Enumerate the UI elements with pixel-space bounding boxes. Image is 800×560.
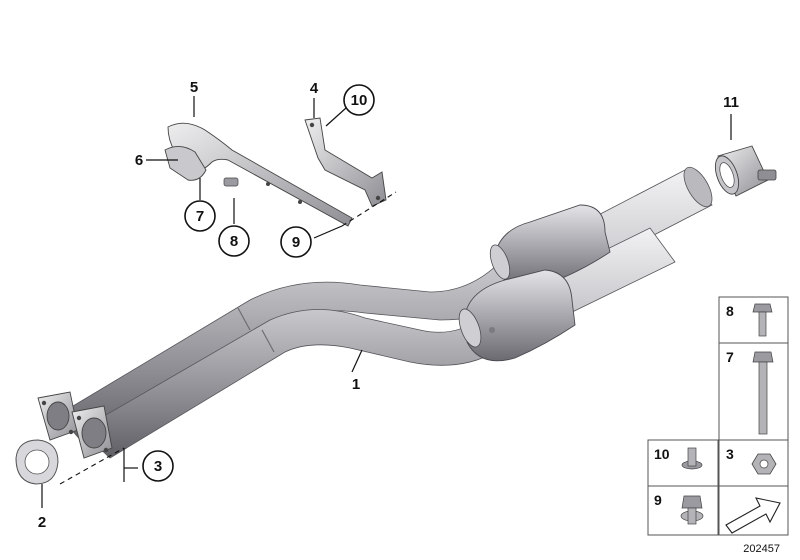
callout-7: 7 <box>196 208 204 225</box>
callout-6: 6 <box>135 152 143 169</box>
parts-cell-7-label: 7 <box>726 349 734 365</box>
parts-table: 8 7 10 3 9 <box>647 296 789 536</box>
callout-8: 8 <box>230 233 238 250</box>
hex-nut-icon <box>751 453 777 475</box>
long-bolt-icon <box>752 351 774 435</box>
parts-cell-9 <box>647 485 719 536</box>
front-flange-left <box>37 391 79 441</box>
front-flange-right <box>71 405 113 459</box>
short-bolt-icon <box>680 495 704 525</box>
hanger <box>304 117 387 207</box>
gasket <box>15 439 59 485</box>
exhaust-pipe-assembly <box>37 166 713 459</box>
upper-catalytic-converter <box>489 204 611 288</box>
bracket-assembly <box>164 122 353 227</box>
direction-arrow-icon <box>725 497 781 534</box>
callout-11: 11 <box>723 94 739 111</box>
leader-lines <box>41 96 732 508</box>
upper-pipe-outlet <box>683 166 713 208</box>
parts-cell-3-label: 3 <box>726 446 734 462</box>
callout-1: 1 <box>352 376 360 393</box>
parts-cell-8 <box>718 296 789 344</box>
parts-cell-10-label: 10 <box>654 446 670 462</box>
lower-pipe <box>79 227 676 459</box>
lower-catalytic-converter <box>458 269 576 362</box>
callout-9: 9 <box>292 234 300 251</box>
clamp <box>714 145 777 197</box>
callout-labels: 1 2 3 4 10 5 6 7 8 9 11 <box>38 79 739 531</box>
bolt-icon <box>752 303 773 337</box>
callout-4: 4 <box>310 80 319 97</box>
callout-5: 5 <box>190 79 198 96</box>
callout-3: 3 <box>154 458 162 475</box>
flange-bolt-icon <box>681 447 703 470</box>
parts-cell-9-label: 9 <box>654 492 662 508</box>
callout-10: 10 <box>351 92 368 109</box>
parts-cell-8-label: 8 <box>726 303 734 319</box>
catalog-number: 202457 <box>743 543 780 555</box>
callout-2: 2 <box>38 514 46 531</box>
